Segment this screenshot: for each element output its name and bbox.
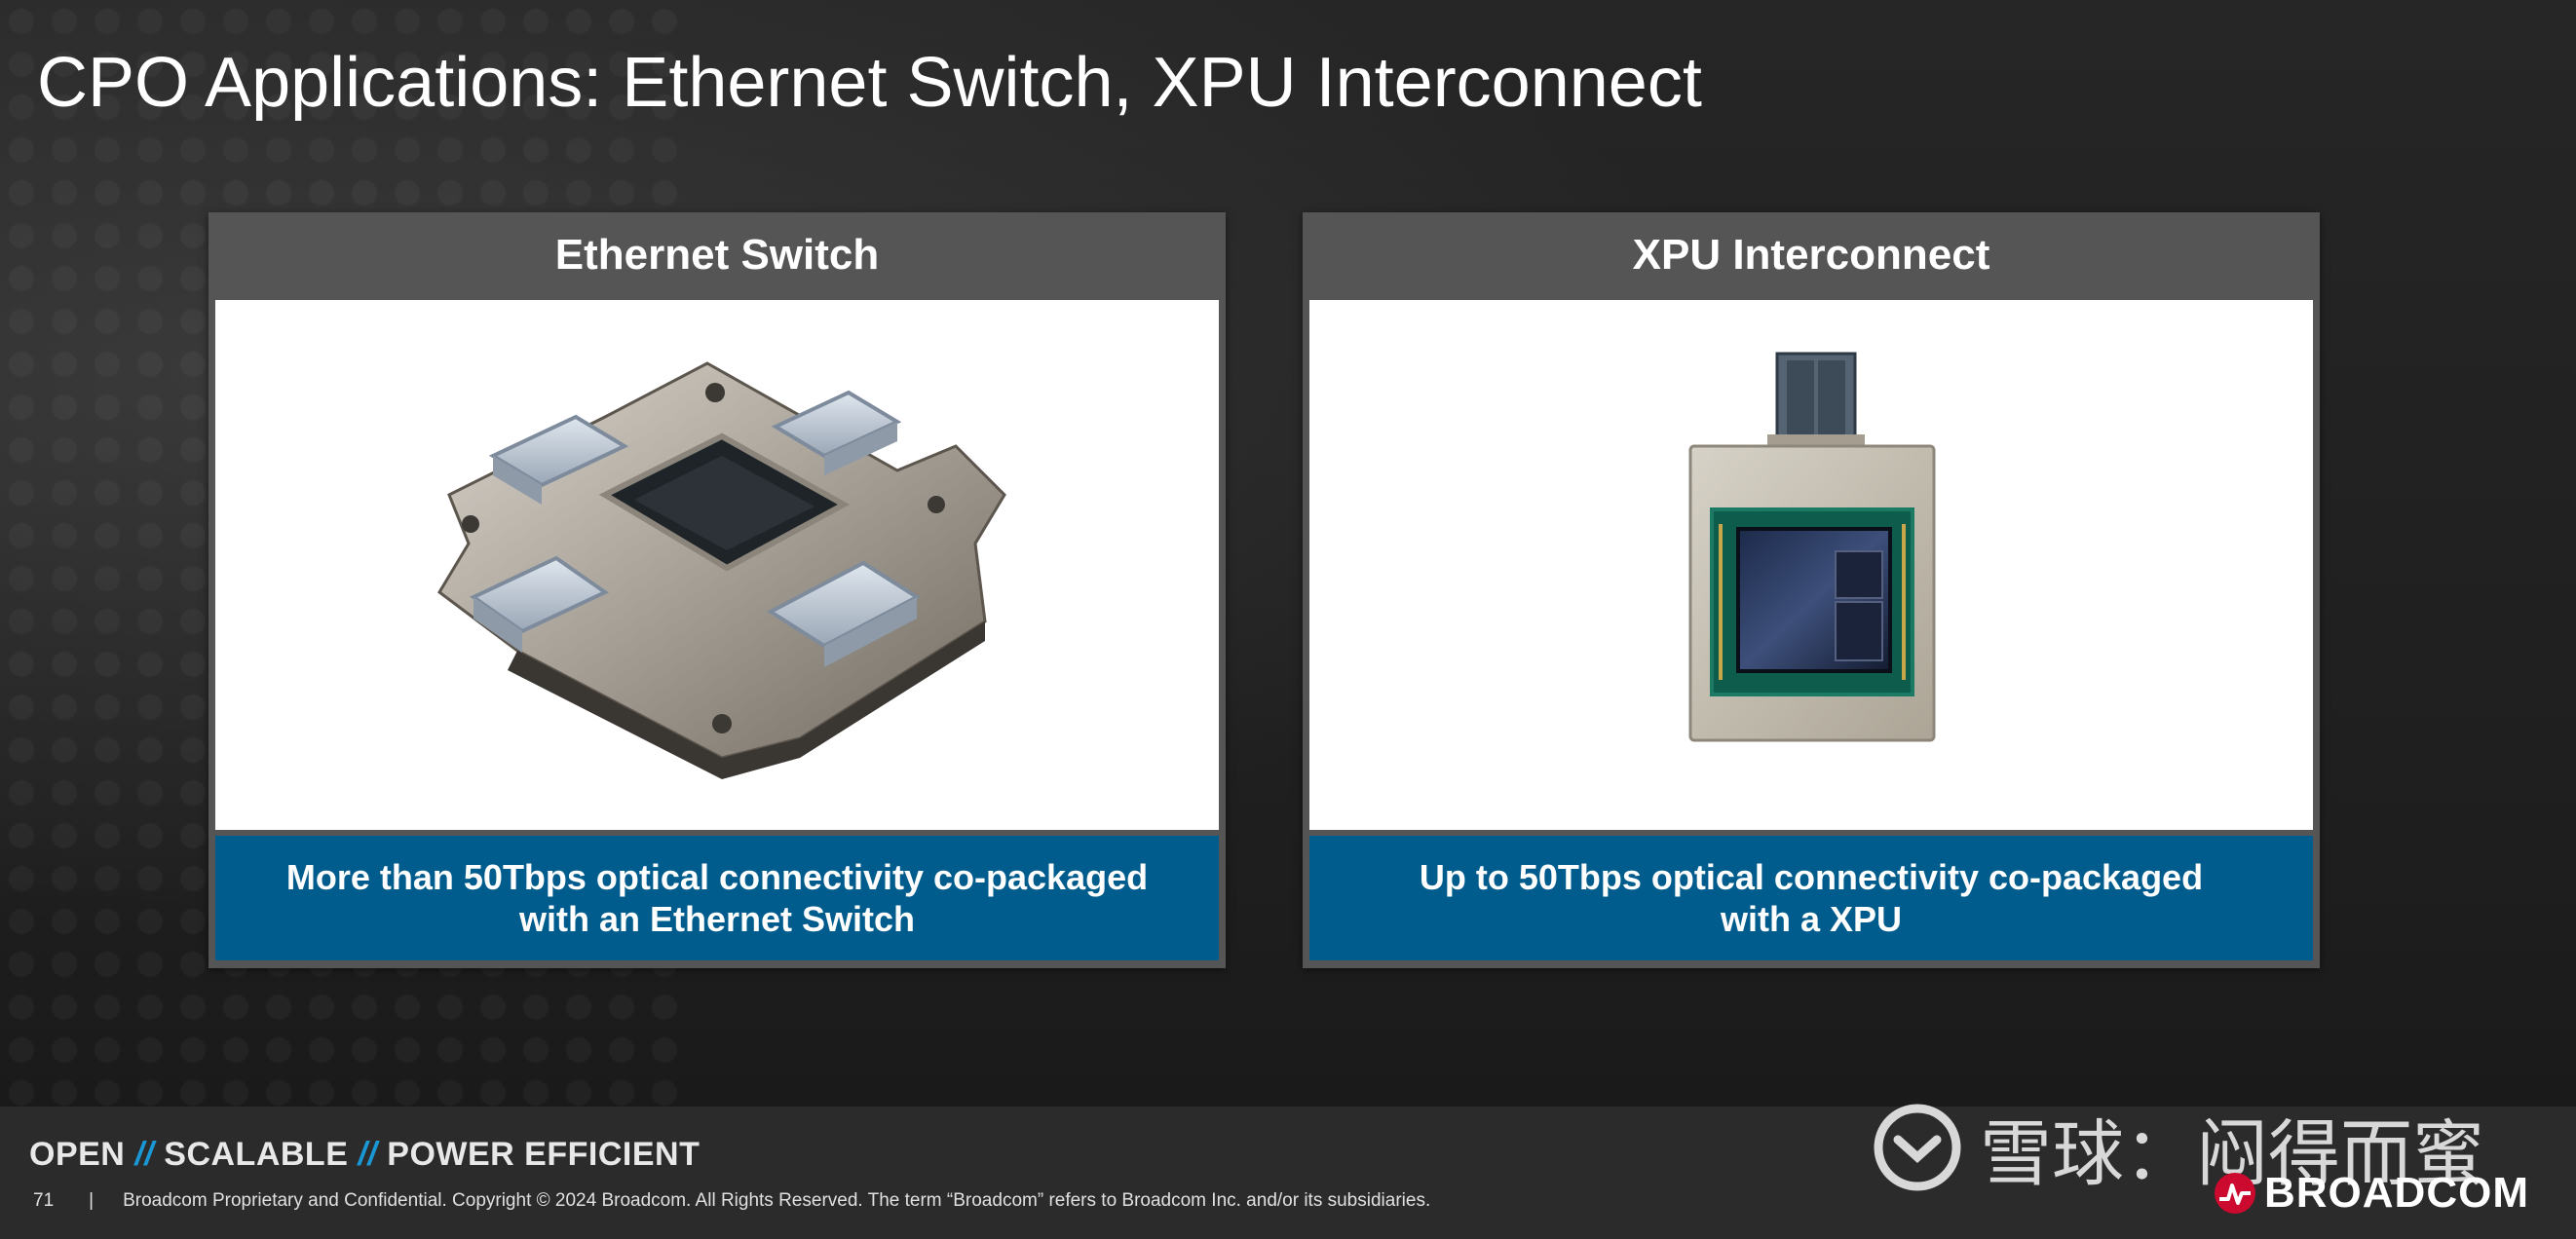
slide-title: CPO Applications: Ethernet Switch, XPU I… <box>37 44 1702 122</box>
brand-name: BROADCOM <box>2264 1169 2529 1217</box>
legal-text: Broadcom Proprietary and Confidential. C… <box>123 1190 1431 1211</box>
ethernet-switch-image <box>215 300 1219 830</box>
tagline-scalable: SCALABLE <box>164 1136 349 1173</box>
footer-bar <box>0 1107 2576 1239</box>
tagline-separator: // <box>358 1136 378 1173</box>
broadcom-logo: BROADCOM <box>2214 1169 2529 1218</box>
broadcom-pulse-icon <box>2215 1173 2255 1214</box>
tagline-open: OPEN <box>29 1136 126 1173</box>
tagline-power-efficient: POWER EFFICIENT <box>387 1136 701 1173</box>
page-number: 71 <box>33 1190 55 1211</box>
card-caption: Up to 50Tbps optical connectivity co-pac… <box>1309 836 2313 960</box>
legal-line: 71 | Broadcom Proprietary and Confidential… <box>33 1190 1430 1212</box>
tagline: OPEN//SCALABLE//POWER EFFICIENT <box>29 1136 700 1174</box>
caption-line-2: with an Ethernet Switch <box>518 899 916 939</box>
caption-line-1: More than 50Tbps optical connectivity co… <box>285 857 1149 897</box>
card-header: XPU Interconnect <box>1632 231 1990 279</box>
card-xpu-interconnect: XPU Interconnect <box>1303 212 2320 968</box>
tagline-separator: // <box>134 1136 155 1173</box>
caption-line-2: with a XPU <box>1720 899 1903 939</box>
footer-divider: | <box>89 1190 95 1211</box>
watermark-logo-icon <box>1874 1104 1961 1191</box>
card-ethernet-switch: Ethernet Switch <box>208 212 1226 968</box>
card-header: Ethernet Switch <box>554 231 880 279</box>
xpu-image <box>1309 300 2313 830</box>
caption-line-1: Up to 50Tbps optical connectivity co-pac… <box>1419 857 2204 897</box>
card-caption: More than 50Tbps optical connectivity co… <box>215 836 1219 960</box>
